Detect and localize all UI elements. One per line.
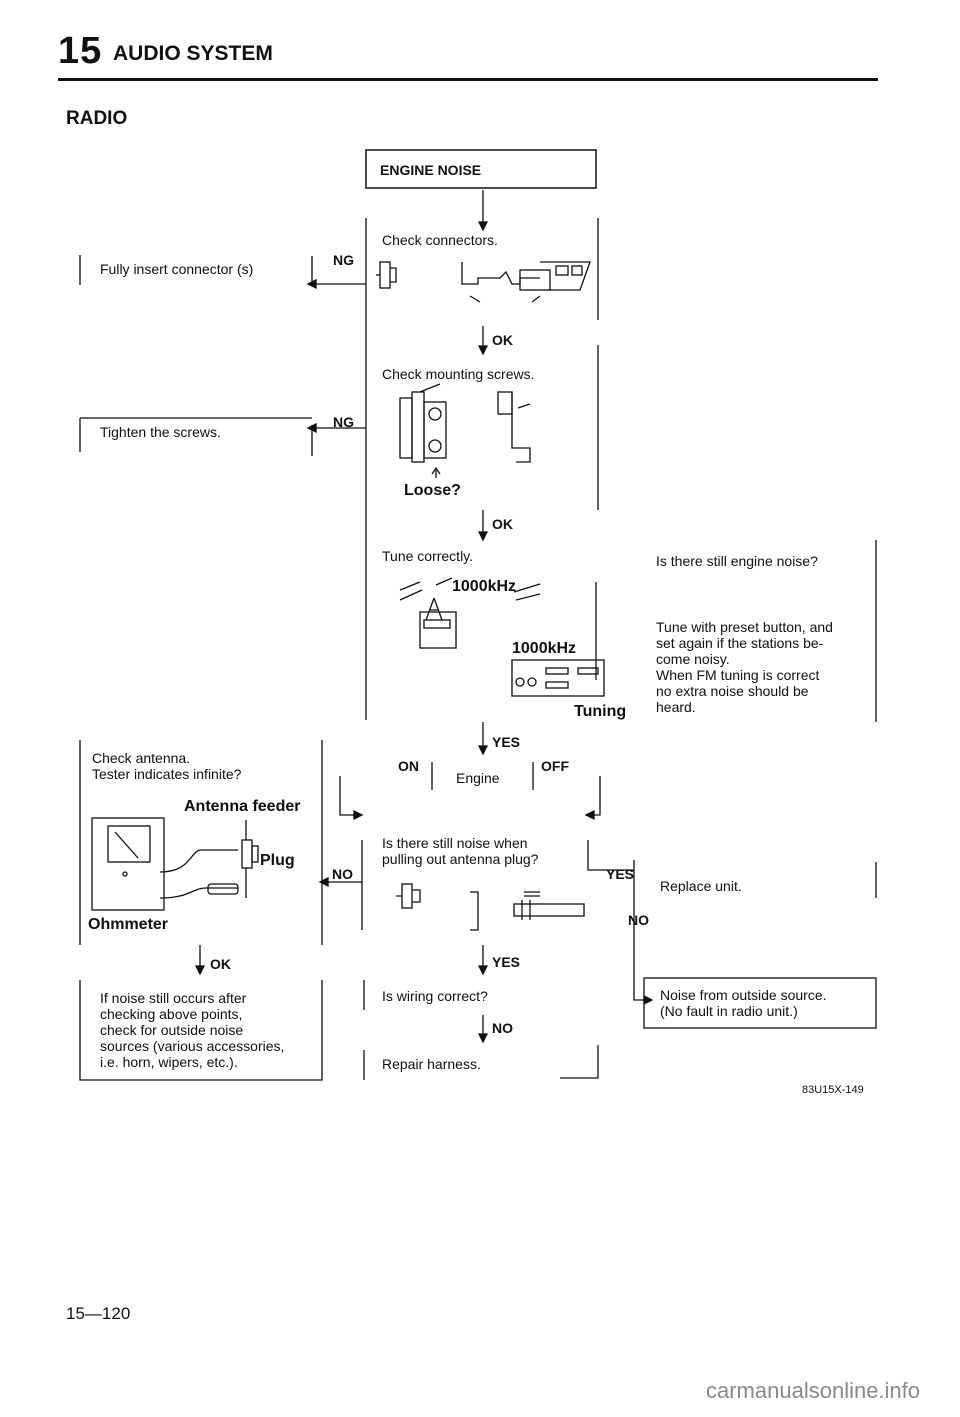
engine-off-label: OFF [541,758,569,774]
wiring-question: Is wiring correct? [382,988,488,1004]
no-label-2: NO [628,912,649,928]
tune-step: Tune correctly. [382,548,474,564]
page-number: 15—120 [66,1304,131,1323]
check-connectors-step: Check connectors. [382,232,498,248]
watermark: carmanualsonline.info [706,1378,921,1403]
start-box [365,149,597,189]
section-number: 15 [58,30,103,72]
check-antenna-step: Check antenna. Tester indicates infinite… [92,750,242,782]
tuning-illustration [399,577,605,697]
freq-label-top: 1000kHz [452,578,517,595]
replace-unit-action: Replace unit. [660,878,742,894]
start-label: ENGINE NOISE [380,162,482,178]
ok-label-3: OK [210,956,231,972]
ng-label-1: NG [333,252,354,268]
section-title: AUDIO SYSTEM [113,42,273,65]
screws-illustration [399,383,531,478]
repair-harness-action: Repair harness. [382,1056,481,1072]
no-label-3: NO [492,1020,513,1036]
engine-label: Engine [456,770,500,786]
ok-label-2: OK [492,516,513,532]
outside-noise-note: If noise still occurs after checking abo… [100,990,285,1070]
antenna-plug-illustration [396,883,585,931]
plug-label: Plug [260,852,295,869]
connector-illustration [376,261,591,303]
no-label-1: NO [332,866,353,882]
figure-code: 83U15X-149 [802,1084,864,1096]
header-rule [58,78,878,81]
antenna-question: Is there still noise when pulling out an… [382,835,539,867]
yes-label-3: YES [492,954,521,970]
ok-label-1: OK [492,332,513,348]
antenna-feeder-label: Antenna feeder [184,798,301,815]
freq-label-radio: 1000kHz [512,640,577,657]
fix-connector-action: Fully insert connector (s) [100,261,254,277]
still-noise-question: Is there still engine noise? [656,553,818,569]
tune-note: Tune with preset button, and set again i… [656,619,833,715]
outside-source-result: Noise from outside source. (No fault in … [660,987,827,1019]
yes-label-1: YES [492,734,521,750]
check-screws-step: Check mounting screws. [382,366,535,382]
ohmmeter-label: Ohmmeter [88,916,169,933]
engine-on-label: ON [398,758,419,774]
ng-label-2: NG [333,414,354,430]
page-subtitle: RADIO [66,108,128,129]
fix-screws-action: Tighten the screws. [100,424,221,440]
loose-label: Loose? [404,482,461,499]
ohmmeter-illustration [91,817,259,911]
yes-label-2: YES [606,866,635,882]
tuning-label: Tuning [574,703,627,720]
